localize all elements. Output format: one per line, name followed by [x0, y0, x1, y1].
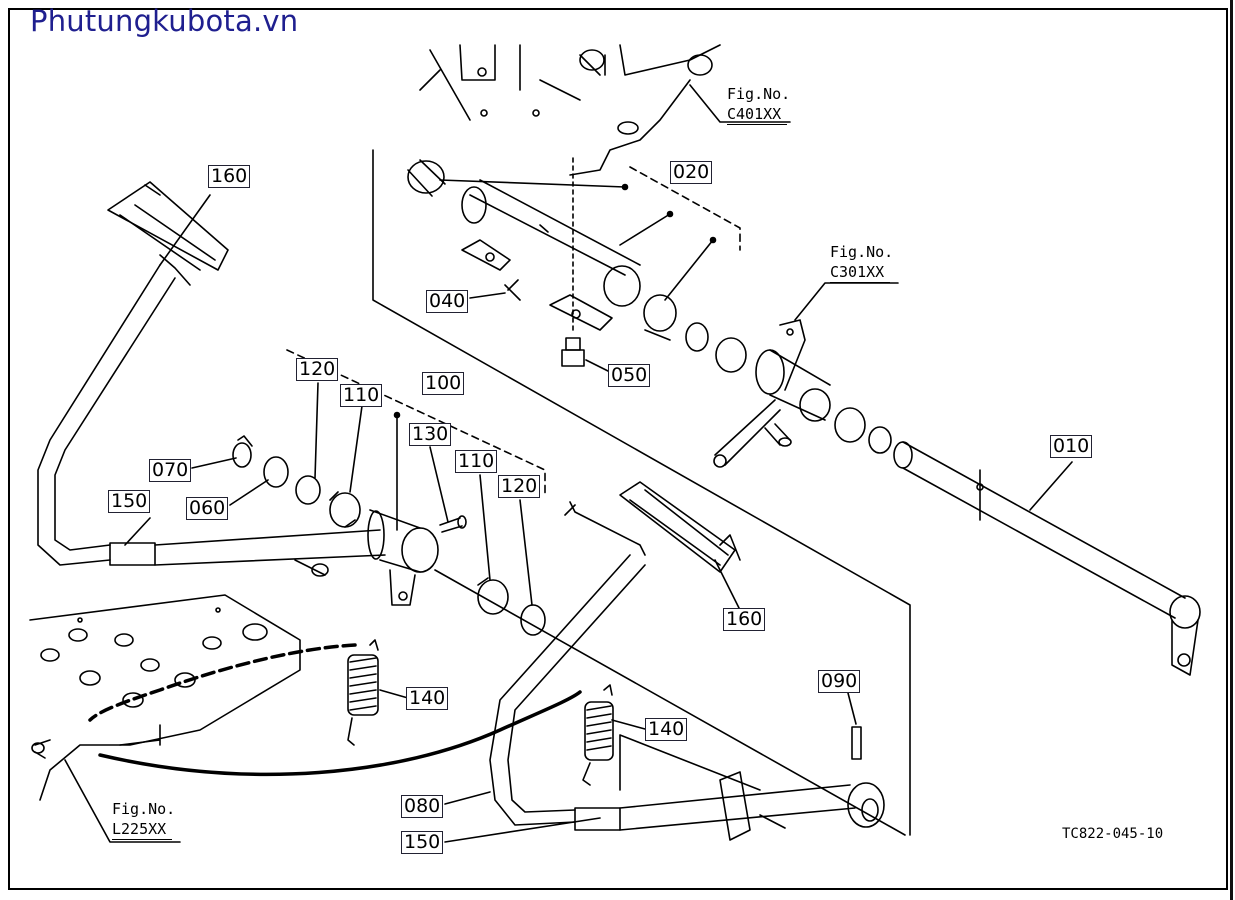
group-100-bracket	[286, 349, 546, 497]
callout-140-right[interactable]: 140	[645, 718, 688, 741]
figref-label: Fig.No.	[112, 800, 176, 818]
leader-040	[469, 292, 506, 299]
figref-l225[interactable]: Fig.No. L225XX	[112, 799, 175, 840]
callout-120-left[interactable]: 120	[296, 358, 339, 381]
leader-050	[585, 359, 611, 373]
callout-140-left[interactable]: 140	[406, 687, 449, 710]
leader-120-right	[519, 499, 533, 606]
figref-c401[interactable]: Fig.No. C401XX	[727, 84, 790, 125]
callout-110-left[interactable]: 110	[340, 384, 383, 407]
bracket-020	[407, 159, 641, 331]
leader-l225	[64, 759, 181, 843]
leader-130	[429, 446, 449, 523]
callout-150-right[interactable]: 150	[401, 831, 444, 854]
figref-c301[interactable]: Fig.No. C301XX	[830, 242, 893, 283]
callout-130[interactable]: 130	[409, 423, 452, 446]
leader-140-left	[379, 689, 409, 699]
spring-140-left	[347, 639, 379, 746]
callout-050[interactable]: 050	[608, 364, 651, 387]
spring-140-right	[582, 684, 614, 786]
drawing-code: TC822-045-10	[1062, 826, 1164, 842]
pin-090	[851, 726, 862, 760]
axis-line-lower	[434, 569, 906, 836]
leader-160-left	[159, 194, 211, 266]
leader-160-right	[714, 559, 741, 611]
shaft-010	[893, 441, 1201, 676]
leader-090	[847, 692, 857, 725]
page-edge	[1230, 0, 1233, 900]
callout-040[interactable]: 040	[426, 290, 469, 313]
cable-dashed	[88, 643, 357, 722]
callout-090[interactable]: 090	[818, 670, 861, 693]
assembly-frame-line	[372, 149, 911, 836]
snap-ring-070	[232, 435, 253, 468]
washer-060	[263, 456, 289, 488]
callout-020[interactable]: 020	[670, 161, 713, 184]
group-020-bracket	[629, 166, 741, 251]
leader-070	[191, 457, 237, 469]
leader-080	[444, 791, 491, 805]
leader-120-left	[314, 382, 319, 479]
leader-c301	[794, 282, 899, 321]
figref-label: Fig.No.	[727, 85, 791, 103]
leader-110-right	[479, 474, 491, 581]
bushing-120-left	[295, 475, 321, 505]
callout-080[interactable]: 080	[401, 795, 444, 818]
site-watermark: Phutungkubota.vn	[30, 4, 299, 38]
callout-120-right[interactable]: 120	[498, 475, 541, 498]
grease-nipple-130	[439, 515, 467, 533]
leader-c401	[689, 84, 791, 123]
left-pedal-arm	[37, 181, 386, 566]
bolt-050	[561, 337, 585, 367]
leader-140-right	[611, 719, 761, 791]
callout-110-right[interactable]: 110	[455, 450, 498, 473]
drawing-frame	[8, 8, 1228, 890]
figref-number: C401XX	[727, 104, 788, 125]
bushing-set-right	[643, 294, 892, 454]
upper-housing-outline	[419, 44, 721, 176]
callout-060[interactable]: 060	[186, 497, 229, 520]
leader-020-a	[439, 179, 626, 188]
callout-010[interactable]: 010	[1050, 435, 1093, 458]
grease-nipple-040	[504, 279, 521, 301]
leader-110-left	[349, 405, 363, 493]
floor-plate-l225	[29, 594, 301, 801]
figref-label: Fig.No.	[830, 243, 894, 261]
callout-150-left[interactable]: 150	[108, 490, 151, 513]
figref-number: L225XX	[112, 819, 173, 840]
callout-070[interactable]: 070	[149, 459, 192, 482]
leader-020-b	[619, 213, 671, 246]
cable-solid	[98, 690, 582, 777]
lever-c301	[713, 319, 831, 468]
figref-number: C301XX	[830, 262, 891, 283]
pedal-boss	[294, 509, 439, 606]
bushing-110-left	[329, 491, 361, 528]
leader-060	[229, 479, 269, 506]
bushing-120-right	[520, 604, 546, 636]
callout-100[interactable]: 100	[422, 372, 465, 395]
leader-010	[1029, 461, 1073, 511]
right-pedal-arm	[489, 481, 885, 841]
leader-150-left	[124, 517, 151, 546]
leader-150-right	[444, 817, 601, 843]
callout-160-left[interactable]: 160	[208, 165, 251, 188]
callout-160-right[interactable]: 160	[723, 608, 766, 631]
leader-020-c	[664, 239, 714, 301]
bushing-110-right	[477, 577, 509, 615]
